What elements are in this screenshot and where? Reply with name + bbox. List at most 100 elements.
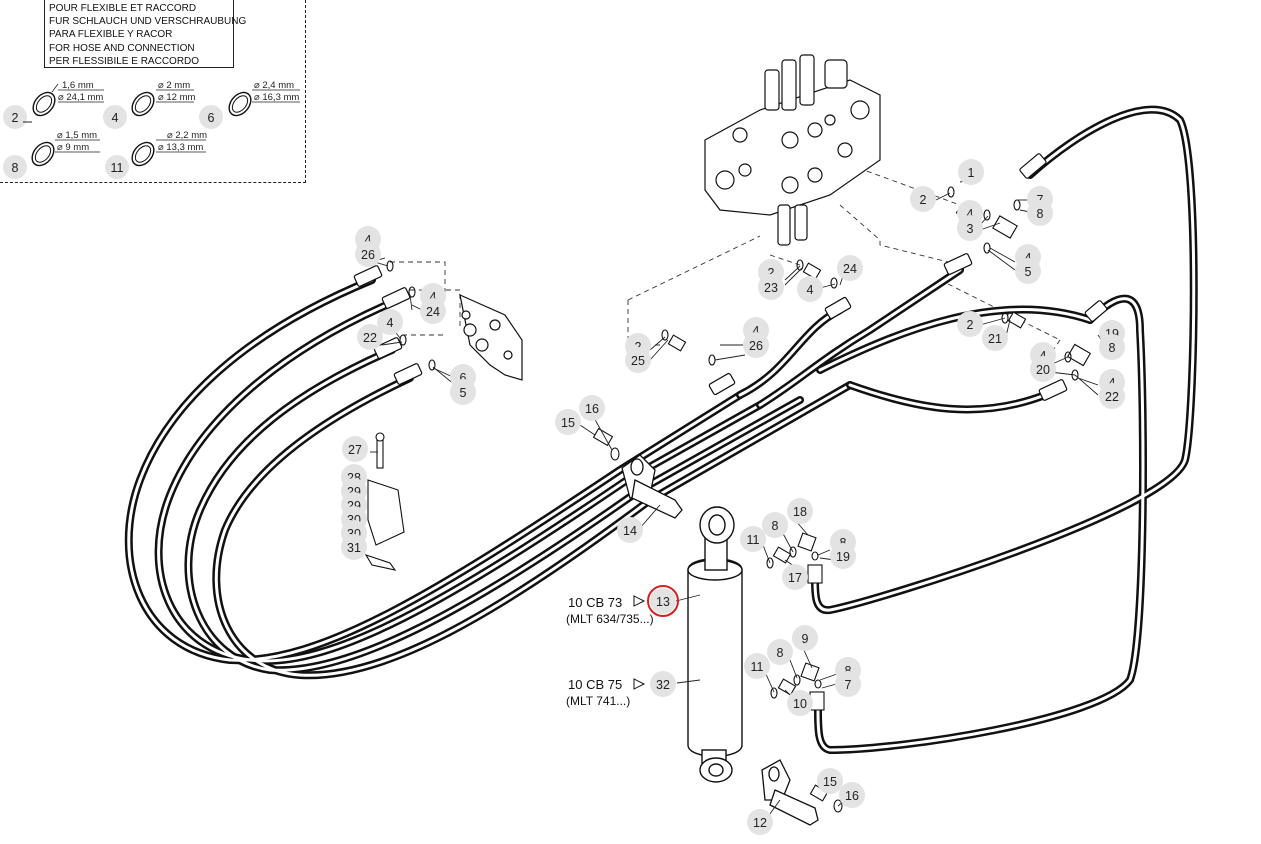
svg-text:6: 6 <box>208 111 215 125</box>
svg-text:4: 4 <box>365 233 372 247</box>
callout-26: 26 <box>743 332 769 358</box>
svg-text:23: 23 <box>764 281 778 295</box>
svg-text:⌀ 2,4 mm: ⌀ 2,4 mm <box>254 80 294 91</box>
svg-text:2: 2 <box>768 266 775 280</box>
svg-text:15: 15 <box>561 416 575 430</box>
callout-16: 16 <box>839 782 865 808</box>
legend-line-fr: POUR FLEXIBLE ET RACCORD <box>49 3 197 14</box>
svg-text:16: 16 <box>845 789 859 803</box>
svg-text:10: 10 <box>793 697 807 711</box>
svg-text:10 CB 75: 10 CB 75 <box>568 677 622 692</box>
svg-text:26: 26 <box>749 339 763 353</box>
legend-seal-11: 11 ⌀ 2,2 mm ⌀ 13,3 mm <box>105 130 207 179</box>
svg-text:11: 11 <box>111 161 124 175</box>
callout-7: 7 <box>835 671 861 697</box>
pins <box>621 454 819 826</box>
callout-8: 8 <box>1099 334 1125 360</box>
legend-seal-8: 8 ⌀ 1,5 mm ⌀ 9 mm <box>3 130 100 179</box>
svg-text:8: 8 <box>1109 341 1116 355</box>
callout-23: 23 <box>758 274 784 300</box>
legend-line-de: FUR SCHLAUCH UND VERSCHRAUBUNG <box>49 16 247 28</box>
mounting-bracket <box>459 293 523 381</box>
svg-text:4: 4 <box>430 290 437 304</box>
seal-legend-panel: POUR FLEXIBLE ET RACCORD FUR SCHLAUCH UN… <box>0 0 306 183</box>
callout-22: 22 <box>1099 383 1125 409</box>
legend-seal-2: 2 1,6 mm ⌀ 24,1 mm <box>3 80 104 129</box>
svg-text:⌀ 2 mm: ⌀ 2 mm <box>158 80 190 91</box>
callout-12: 12 <box>747 809 773 835</box>
svg-text:4: 4 <box>1025 251 1032 265</box>
callout-3: 3 <box>957 215 983 241</box>
svg-text:20: 20 <box>1036 363 1050 377</box>
callout-15: 15 <box>555 409 581 435</box>
svg-text:10 CB 73: 10 CB 73 <box>568 595 622 610</box>
svg-text:8: 8 <box>840 536 847 550</box>
callout-11: 11 <box>740 526 766 552</box>
svg-text:24: 24 <box>843 262 857 276</box>
callout-19: 19 <box>830 543 856 569</box>
callout-2: 2 <box>957 311 983 337</box>
callout-32: 32 <box>650 671 676 697</box>
callout-26: 26 <box>355 241 381 267</box>
svg-text:1,6 mm: 1,6 mm <box>62 80 94 91</box>
svg-text:8: 8 <box>777 646 784 660</box>
control-valve <box>704 54 881 246</box>
svg-text:24: 24 <box>426 305 440 319</box>
svg-text:14: 14 <box>623 524 637 538</box>
svg-text:22: 22 <box>1105 390 1119 404</box>
svg-text:12: 12 <box>753 816 767 830</box>
svg-text:13: 13 <box>656 595 670 609</box>
svg-text:3: 3 <box>967 222 974 236</box>
callout-4: 4 <box>797 276 823 302</box>
legend-seal-4: 4 ⌀ 2 mm ⌀ 12 mm <box>103 80 195 129</box>
callout-24: 24 <box>837 255 863 281</box>
callout-13-highlighted[interactable]: 13 <box>647 585 679 617</box>
cylinder-reference-2: 10 CB 75 (MLT 741...) <box>566 677 646 708</box>
svg-text:⌀ 12 mm: ⌀ 12 mm <box>158 92 195 103</box>
svg-text:15: 15 <box>823 775 837 789</box>
svg-text:8: 8 <box>845 664 852 678</box>
legend-line-it: PER FLESSIBILE E RACCORDO <box>49 55 200 67</box>
callout-4: 4 <box>377 309 403 335</box>
svg-text:19: 19 <box>836 550 850 564</box>
callout-27: 27 <box>342 436 368 462</box>
svg-text:2: 2 <box>12 111 19 125</box>
svg-text:⌀ 1,5 mm: ⌀ 1,5 mm <box>57 130 97 141</box>
svg-text:⌀ 13,3 mm: ⌀ 13,3 mm <box>158 142 203 153</box>
svg-text:17: 17 <box>788 571 802 585</box>
svg-text:21: 21 <box>988 332 1002 346</box>
callout-8: 8 <box>767 639 793 665</box>
svg-text:5: 5 <box>1025 265 1032 279</box>
svg-text:4: 4 <box>112 111 119 125</box>
svg-text:6: 6 <box>460 371 467 385</box>
callout-5: 5 <box>450 379 476 405</box>
callout-1: 1 <box>958 159 984 185</box>
callout-11: 11 <box>744 653 770 679</box>
svg-text:32: 32 <box>656 678 670 692</box>
callout-5: 5 <box>1015 258 1041 284</box>
washers <box>386 186 1108 813</box>
svg-text:7: 7 <box>1037 193 1044 207</box>
callout-24: 24 <box>420 298 446 324</box>
svg-text:2: 2 <box>920 193 927 207</box>
svg-text:5: 5 <box>460 386 467 400</box>
svg-text:8: 8 <box>772 519 779 533</box>
svg-text:⌀ 9 mm: ⌀ 9 mm <box>57 142 89 153</box>
callout-16: 16 <box>579 395 605 421</box>
svg-text:26: 26 <box>361 248 375 262</box>
legend-seals: 2 1,6 mm ⌀ 24,1 mm 4 ⌀ 2 mm ⌀ 12 mm 6 ⌀ … <box>3 80 300 179</box>
svg-text:8: 8 <box>12 161 19 175</box>
callout-2: 2 <box>910 186 936 212</box>
svg-text:18: 18 <box>793 505 807 519</box>
svg-text:7: 7 <box>845 678 852 692</box>
callout-8: 8 <box>1027 200 1053 226</box>
callout-10: 10 <box>787 690 813 716</box>
svg-text:⌀ 24,1 mm: ⌀ 24,1 mm <box>58 92 103 103</box>
legend-seal-6: 6 ⌀ 2,4 mm ⌀ 16,3 mm <box>199 80 300 129</box>
svg-text:4: 4 <box>1109 376 1116 390</box>
lift-cylinder <box>687 506 743 783</box>
svg-text:11: 11 <box>751 660 764 674</box>
svg-text:(MLT 741...): (MLT 741...) <box>566 694 630 708</box>
svg-text:25: 25 <box>631 354 645 368</box>
